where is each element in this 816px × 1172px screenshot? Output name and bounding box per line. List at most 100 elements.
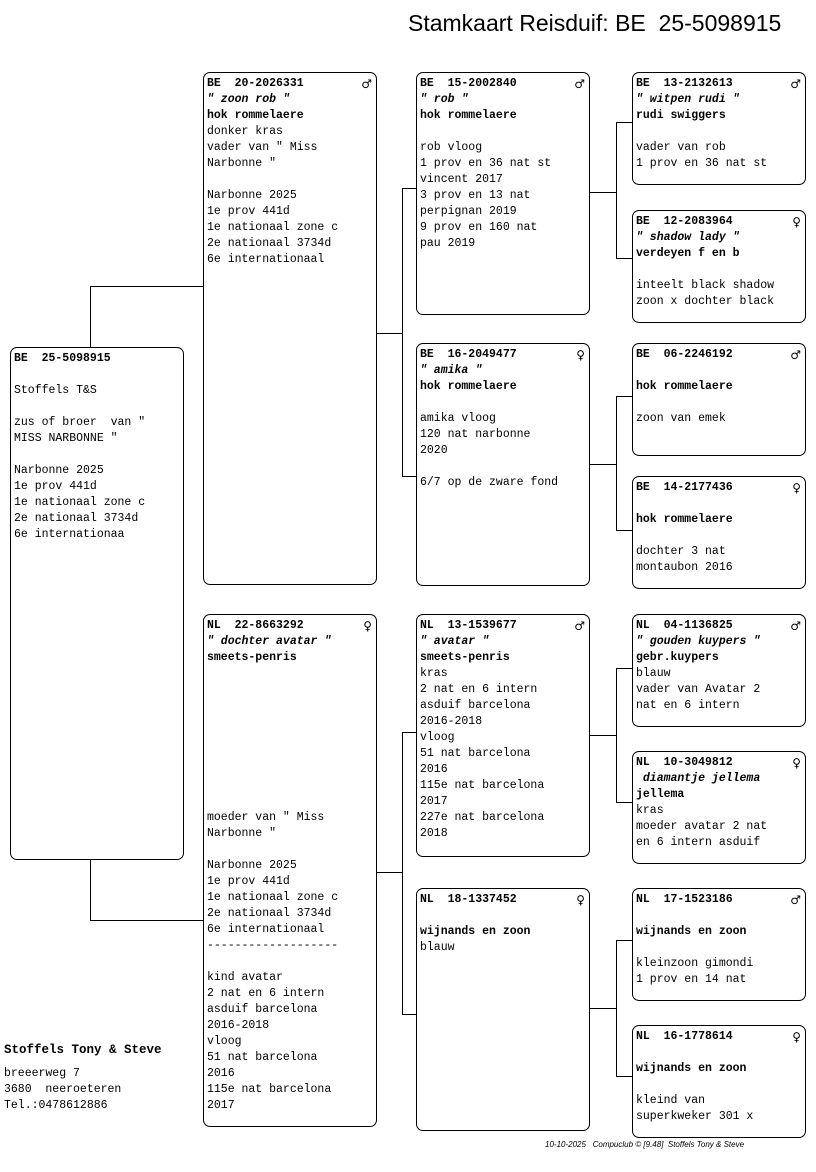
male-icon: ♂: [790, 619, 801, 633]
page-title: Stamkaart Reisduif: BE 25-5098915: [408, 10, 782, 36]
note-line: [14, 447, 179, 463]
connector-line: [616, 258, 632, 259]
note-line: 2020: [420, 444, 448, 457]
note-line: rob vloog: [420, 141, 483, 154]
connector-line: [402, 1014, 416, 1015]
ring-number: NL 22-8663292: [207, 619, 304, 632]
paternal-grandfather-card: BE 15-2002840♂ " rob " hok rommelaere ro…: [416, 72, 590, 315]
connector-line: [616, 802, 632, 803]
note-line: 115e nat barcelona: [420, 779, 545, 792]
note-line: [207, 682, 372, 698]
note-line: [207, 730, 372, 746]
ring-number: BE 25-5098915: [14, 352, 111, 365]
note-line: 2018: [420, 827, 448, 840]
note-line: [14, 399, 179, 415]
connector-line: [376, 872, 402, 873]
note-line: 6/7 op de zware fond: [420, 476, 559, 489]
breeder-name: smeets-penris: [420, 651, 510, 664]
pigeon-name: " dochter avatar ": [207, 635, 332, 648]
female-icon: ♀: [576, 348, 585, 362]
great-grandparent-card: BE 12-2083964♀ " shadow lady " verdeyen …: [632, 210, 806, 323]
note-line: asduif barcelona: [420, 699, 531, 712]
note-line: 6e internationaa: [14, 528, 125, 541]
connector-line: [589, 464, 616, 465]
note-line: 2 nat en 6 intern: [420, 683, 538, 696]
note-line: 1e prov 441d: [207, 205, 290, 218]
note-line: [420, 459, 585, 475]
female-icon: ♀: [792, 481, 801, 495]
note-line: pau 2019: [420, 237, 476, 250]
note-line: [636, 262, 801, 278]
breeder-name: smeets-penris: [207, 651, 297, 664]
ring-number: BE 12-2083964: [636, 215, 733, 228]
note-line: kleinzoon gimondi: [636, 957, 754, 970]
breeder-name: hok rommelaere: [636, 513, 733, 526]
pigeon-name: " rob ": [420, 93, 469, 106]
note-line: Narbonne 2025: [14, 464, 104, 477]
connector-line: [90, 859, 91, 920]
note-line: MISS NARBONNE ": [14, 432, 118, 445]
connector-line: [402, 188, 416, 189]
connector-line: [616, 530, 632, 531]
note-line: [207, 746, 372, 762]
note-line: [207, 954, 372, 970]
note-line: moeder van " Miss: [207, 811, 325, 824]
maternal-grandmother-card: NL 18-1337452♀ wijnands en zoon blauw: [416, 888, 590, 1131]
breeder-name: hok rommelaere: [420, 109, 517, 122]
connector-line: [90, 286, 203, 287]
note-line: 9 prov en 160 nat: [420, 221, 538, 234]
note-line: blauw: [636, 667, 671, 680]
connector-line: [616, 668, 632, 669]
note-line: inteelt black shadow: [636, 279, 775, 292]
great-grandparent-card: BE 14-2177436♀ hok rommelaere dochter 3 …: [632, 476, 806, 589]
pigeon-name: [636, 1045, 801, 1061]
note-line: 2e nationaal 3734d: [207, 907, 332, 920]
owner-address-line: breeerweg 7: [4, 1067, 80, 1080]
ring-number: BE 13-2132613: [636, 77, 733, 90]
owner-info: Stoffels Tony & Steve breeerweg 7 3680 n…: [4, 1042, 162, 1114]
male-icon: ♂: [574, 77, 585, 91]
note-line: kras: [420, 667, 448, 680]
connector-line: [589, 735, 616, 736]
owner-phone: Tel.:0478612886: [4, 1099, 108, 1112]
footer-credit: 10-10-2025 Compuclub © [9.48] Stoffels T…: [545, 1140, 745, 1149]
note-line: vloog: [420, 731, 455, 744]
female-icon: ♀: [576, 893, 585, 907]
note-line: zoon x dochter black: [636, 295, 775, 308]
ring-number: BE 06-2246192: [636, 348, 733, 361]
pigeon-name: [420, 908, 585, 924]
male-icon: ♂: [790, 77, 801, 91]
note-line: kleind van: [636, 1094, 706, 1107]
note-line: 6e internationaal: [207, 253, 325, 266]
father-card: BE 20-2026331♂ " zoon rob " hok rommelae…: [203, 72, 377, 585]
note-line: 6e internationaal: [207, 923, 325, 936]
note-line: montaubon 2016: [636, 561, 733, 574]
card-notes: zoon van emek: [636, 395, 801, 427]
breeder-name: gebr.kuypers: [636, 651, 719, 664]
connector-line: [589, 1008, 616, 1009]
male-icon: ♂: [790, 893, 801, 907]
male-icon: ♂: [361, 77, 372, 91]
breeder-name: jellema: [636, 788, 685, 801]
note-line: 2017: [207, 1099, 235, 1112]
connector-line: [589, 192, 616, 193]
note-line: 2 nat en 6 intern: [207, 987, 325, 1000]
connector-line: [402, 732, 416, 733]
note-line: -------------------: [207, 939, 339, 952]
note-line: vloog: [207, 1035, 242, 1048]
connector-line: [616, 940, 632, 941]
owner-name: Stoffels Tony & Steve: [4, 1043, 162, 1057]
pigeon-name: " amika ": [420, 364, 483, 377]
note-line: 1e prov 441d: [14, 480, 97, 493]
note-line: [207, 698, 372, 714]
male-icon: ♂: [790, 348, 801, 362]
note-line: 1 prov en 36 nat st: [420, 157, 552, 170]
pigeon-name: " shadow lady ": [636, 231, 740, 244]
pigeon-name: " zoon rob ": [207, 93, 290, 106]
connector-line: [616, 122, 617, 258]
note-line: [14, 367, 179, 383]
pigeon-name: " gouden kuypers ": [636, 635, 761, 648]
maternal-grandfather-card: NL 13-1539677♂ " avatar " smeets-penris …: [416, 614, 590, 857]
